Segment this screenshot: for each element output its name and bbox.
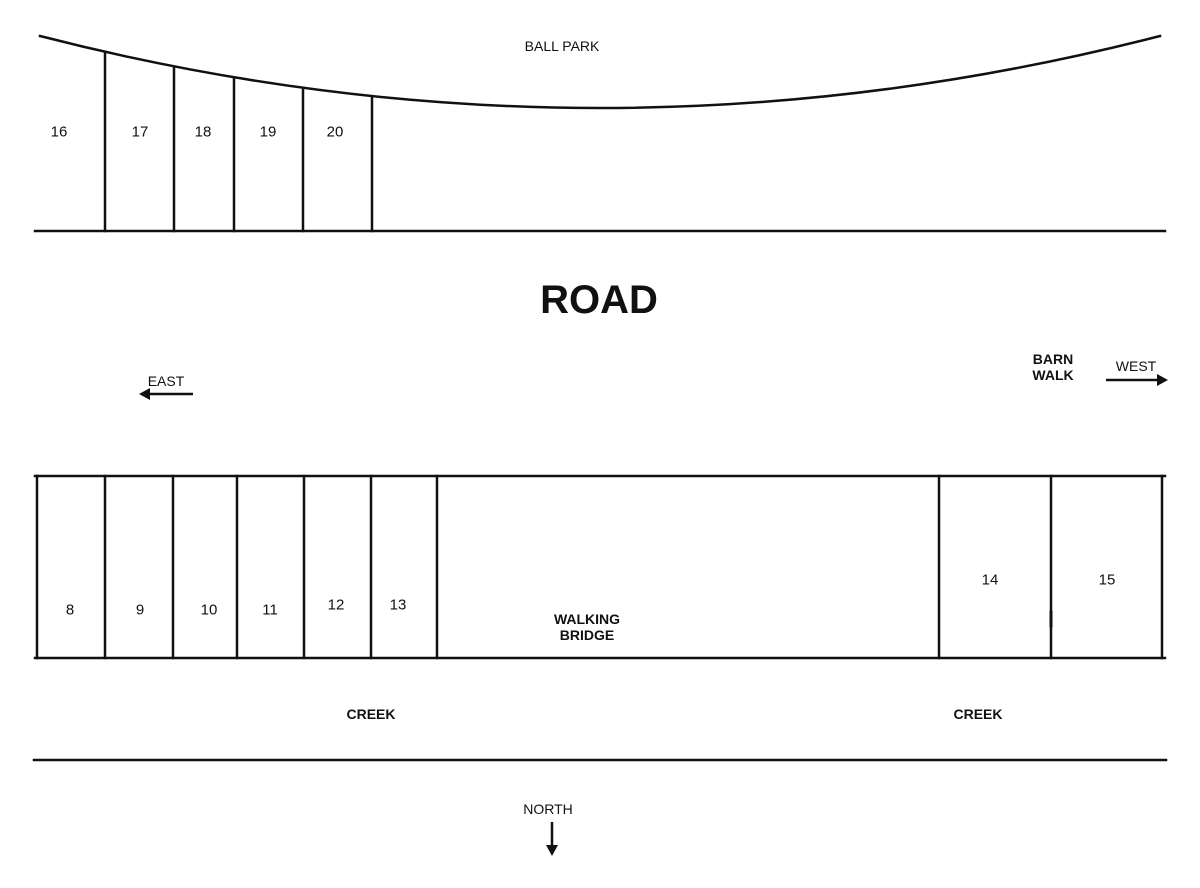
lot-label: 8: [65, 601, 75, 619]
lot-label: 15: [1098, 571, 1116, 589]
lot-label: 14: [981, 571, 999, 589]
lot-label: 20: [326, 123, 344, 141]
walking-bridge-label: WALKING BRIDGE: [554, 611, 620, 643]
lot-label: 19: [259, 123, 277, 141]
east-arrow-head: [139, 388, 150, 400]
lot-label: 18: [194, 123, 212, 141]
west-arrow-head: [1157, 374, 1168, 386]
lot-label: 11: [262, 601, 278, 619]
walking-bridge-line: BRIDGE: [559, 627, 615, 643]
east-label: EAST: [147, 372, 185, 389]
creek-label: CREEK: [953, 705, 1003, 722]
lot-label: 13: [389, 596, 407, 614]
barn-walk-line: BARN: [1032, 350, 1074, 367]
north-label: NORTH: [523, 800, 573, 817]
west-label: WEST: [1115, 357, 1157, 374]
ball-park-boundary: [38, 34, 1162, 110]
road-label: ROAD: [540, 278, 658, 322]
lot-label: 10: [200, 601, 218, 619]
lot-label: 12: [327, 596, 345, 614]
creek-label: CREEK: [346, 705, 396, 722]
ball-park-label: BALL PARK: [524, 37, 600, 54]
lot-label: 16: [50, 123, 68, 141]
walking-bridge-line: WALKING: [553, 610, 621, 627]
barn-walk-label: BARN WALK: [1032, 351, 1073, 383]
north-arrow-head: [546, 845, 558, 856]
lot-label: 9: [135, 601, 145, 619]
lot-label: 17: [131, 123, 149, 141]
barn-walk-line: WALK: [1032, 367, 1074, 383]
